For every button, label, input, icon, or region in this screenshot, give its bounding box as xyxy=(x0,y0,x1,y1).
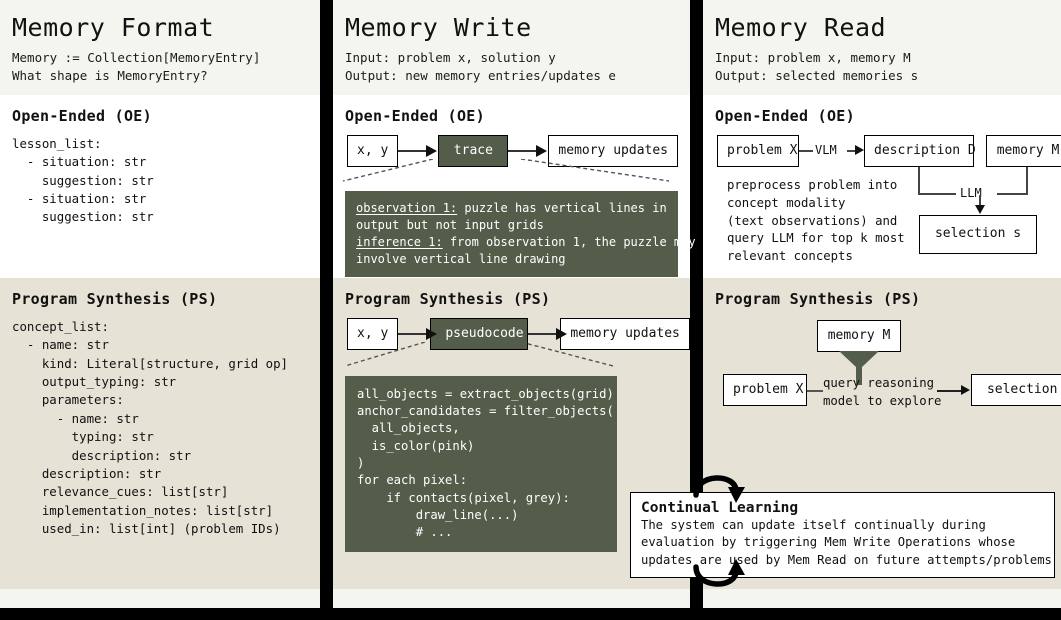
arrow-pseudocode-to-output xyxy=(528,327,568,341)
edge-label-query-reasoning: query reasoning model to explore xyxy=(823,376,942,409)
callout-trace-content: observation 1: puzzle has vertical lines… xyxy=(345,190,696,277)
section-title-oe: Open-Ended (OE) xyxy=(345,107,485,125)
line-llm-down xyxy=(979,195,981,207)
node-selection-s: selection s xyxy=(971,374,1061,406)
arrowhead-to-description xyxy=(855,145,864,155)
column-memory-format: Memory Format Memory := Collection[Memor… xyxy=(0,0,320,608)
column-header-memory-format: Memory Format Memory := Collection[Memor… xyxy=(0,0,320,95)
node-output-memory-updates: memory updates xyxy=(560,318,690,350)
line-memory-left xyxy=(997,193,1028,195)
section-title-oe: Open-Ended (OE) xyxy=(12,107,152,125)
edge-label-to-selection xyxy=(937,390,965,392)
yaml-concept-list: concept_list: - name: str kind: Literal[… xyxy=(12,319,289,536)
edge-problem-to-vlm xyxy=(799,150,813,152)
continual-learning-loop-arrows xyxy=(693,475,745,587)
note-preprocess: preprocess problem into concept modality… xyxy=(727,178,905,264)
page-title-memory-format: Memory Format xyxy=(12,13,215,42)
callout-label-inference: inference 1: xyxy=(356,234,443,249)
node-input-xy: x, y xyxy=(347,135,399,167)
arrow-input-to-pseudocode xyxy=(398,327,438,341)
callout-text-inference: from observation 1, the puzzle may invol… xyxy=(356,234,696,266)
subtitle-memory-write: Input: problem x, solution y Output: new… xyxy=(345,49,616,83)
node-memory-m: memory M xyxy=(817,320,901,352)
node-problem-x: problem X xyxy=(723,374,807,406)
section-title-ps: Program Synthesis (PS) xyxy=(345,290,551,308)
code-block-pseudocode: all_objects = extract_objects(grid) anch… xyxy=(345,375,617,552)
subtitle-memory-format: Memory := Collection[MemoryEntry] What s… xyxy=(12,49,261,83)
line-description-down xyxy=(918,167,920,195)
page-title-memory-read: Memory Read xyxy=(715,13,887,42)
node-selection-s: selection s xyxy=(919,215,1037,254)
edge-label-vlm: VLM xyxy=(815,143,837,157)
section-title-ps: Program Synthesis (PS) xyxy=(715,290,921,308)
line-memory-down xyxy=(1026,167,1028,195)
node-input-xy: x, y xyxy=(347,318,399,350)
funnel-icon xyxy=(839,351,879,385)
section-oe-memory-write: Open-Ended (OE) x, y trace memory update… xyxy=(333,95,696,278)
flow-ps-read: memory M problem X query reasoning model… xyxy=(715,318,1061,443)
continual-learning-box: Continual Learning The system can update… xyxy=(630,492,1055,578)
page-title-memory-write: Memory Write xyxy=(345,13,532,42)
arrowhead-to-selection xyxy=(975,205,985,214)
node-process-pseudocode: pseudocode xyxy=(430,318,529,350)
section-oe-memory-format: Open-Ended (OE) lesson_list: - situation… xyxy=(0,95,320,278)
node-problem-x: problem X xyxy=(717,135,799,167)
flow-oe-write: x, y trace memory updates xyxy=(347,135,678,167)
column-header-memory-read: Memory Read Input: problem x, memory M O… xyxy=(703,0,1061,95)
section-ps-memory-format: Program Synthesis (PS) concept_list: - n… xyxy=(0,278,320,589)
line-description-right xyxy=(918,193,956,195)
continual-learning-title: Continual Learning xyxy=(641,500,799,516)
node-memory-m: memory M xyxy=(986,135,1061,167)
continual-learning-body: The system can update itself continually… xyxy=(641,518,1052,567)
column-header-memory-write: Memory Write Input: problem x, solution … xyxy=(333,0,690,95)
arrowhead-to-selection xyxy=(961,385,970,395)
node-output-memory-updates: memory updates xyxy=(548,135,678,167)
callout-label-observation: observation 1: xyxy=(356,200,458,215)
edge-vlm-to-description xyxy=(847,150,857,152)
flow-ps-write: x, y pseudocode memory updates xyxy=(347,318,690,350)
callout-text-observation: puzzle has vertical lines in output but … xyxy=(356,200,667,232)
arrow-input-to-trace xyxy=(398,144,438,158)
node-process-trace: trace xyxy=(438,135,509,167)
edge-problem-to-label xyxy=(807,390,823,392)
section-title-ps: Program Synthesis (PS) xyxy=(12,290,218,308)
flow-oe-read: problem X VLM description D memory M LLM… xyxy=(715,135,1061,280)
subtitle-memory-read: Input: problem x, memory M Output: selec… xyxy=(715,49,919,83)
node-description-d: description D xyxy=(864,135,976,167)
section-title-oe: Open-Ended (OE) xyxy=(715,107,855,125)
section-oe-memory-read: Open-Ended (OE) problem X VLM descriptio… xyxy=(703,95,1061,278)
yaml-lesson-list: lesson_list: - situation: str suggestion… xyxy=(12,136,154,225)
edge-label-llm: LLM xyxy=(960,186,982,200)
arrow-trace-to-output xyxy=(508,144,548,158)
